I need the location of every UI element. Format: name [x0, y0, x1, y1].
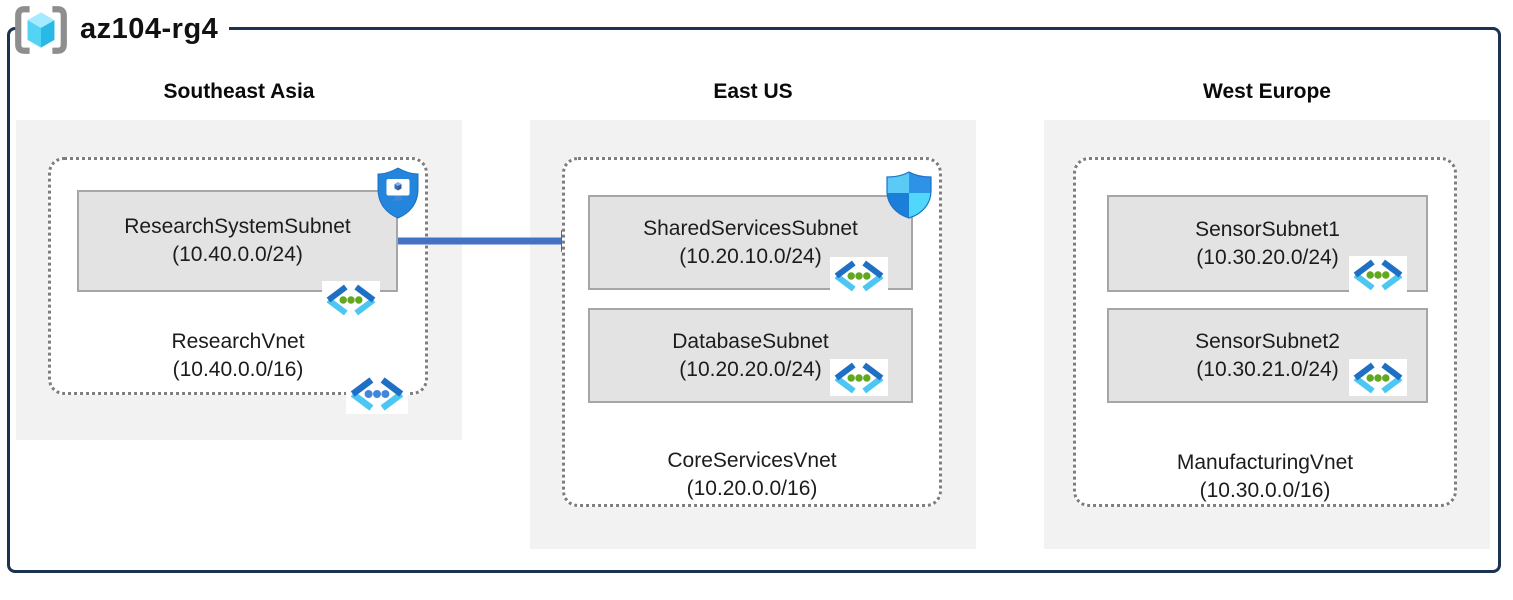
- vnet-cidr: (10.40.0.0/16): [172, 358, 304, 381]
- bastion-icon: [377, 167, 419, 219]
- subnet-name: DatabaseSubnet: [672, 329, 829, 353]
- subnet-cidr: (10.30.21.0/24): [1196, 357, 1339, 381]
- subnet-icon: [830, 257, 888, 294]
- subnet-icon: [830, 359, 888, 396]
- resource-group-title: az104-rg4: [80, 13, 219, 45]
- vnet-name: ResearchVnet: [171, 330, 305, 353]
- subnet-icon: [1349, 359, 1407, 396]
- title-background-mask: [17, 19, 229, 39]
- subnet-name: SensorSubnet2: [1195, 329, 1340, 353]
- region-label-west-europe: West Europe: [1203, 80, 1331, 103]
- subnet-cidr: (10.20.20.0/24): [679, 357, 822, 381]
- region-label-southeast-asia: Southeast Asia: [163, 80, 315, 103]
- subnet-cidr: (10.20.10.0/24): [679, 244, 822, 268]
- subnet-icon: [1349, 256, 1407, 293]
- vnet-name: CoreServicesVnet: [667, 449, 837, 472]
- subnet-researchsystemsubnet: ResearchSystemSubnet (10.40.0.0/24): [77, 190, 398, 292]
- subnet-name: SharedServicesSubnet: [643, 216, 858, 240]
- subnet-icon: [322, 281, 380, 318]
- vnet-label-coreservicesvnet: CoreServicesVnet (10.20.0.0/16): [562, 447, 942, 503]
- subnet-cidr: (10.40.0.0/24): [172, 243, 303, 266]
- resource-group-border: [7, 27, 1501, 573]
- network-security-group-icon: [886, 171, 932, 219]
- vnet-label-researchvnet: ResearchVnet (10.40.0.0/16): [48, 328, 428, 384]
- vnet-name: ManufacturingVnet: [1176, 451, 1354, 474]
- region-label-east-us: East US: [713, 80, 793, 103]
- subnet-name: ResearchSystemSubnet: [124, 215, 351, 238]
- subnet-name: SensorSubnet1: [1195, 217, 1340, 241]
- vnet-cidr: (10.30.0.0/16): [1199, 479, 1331, 502]
- subnet-sharedservicessubnet: SharedServicesSubnet (10.20.10.0/24): [588, 195, 913, 290]
- resource-group-icon: [15, 6, 67, 54]
- virtual-network-icon: [346, 374, 408, 414]
- vnet-cidr: (10.20.0.0/16): [686, 477, 818, 500]
- subnet-cidr: (10.30.20.0/24): [1196, 245, 1339, 269]
- vnet-label-manufacturingvnet: ManufacturingVnet (10.30.0.0/16): [1073, 449, 1457, 505]
